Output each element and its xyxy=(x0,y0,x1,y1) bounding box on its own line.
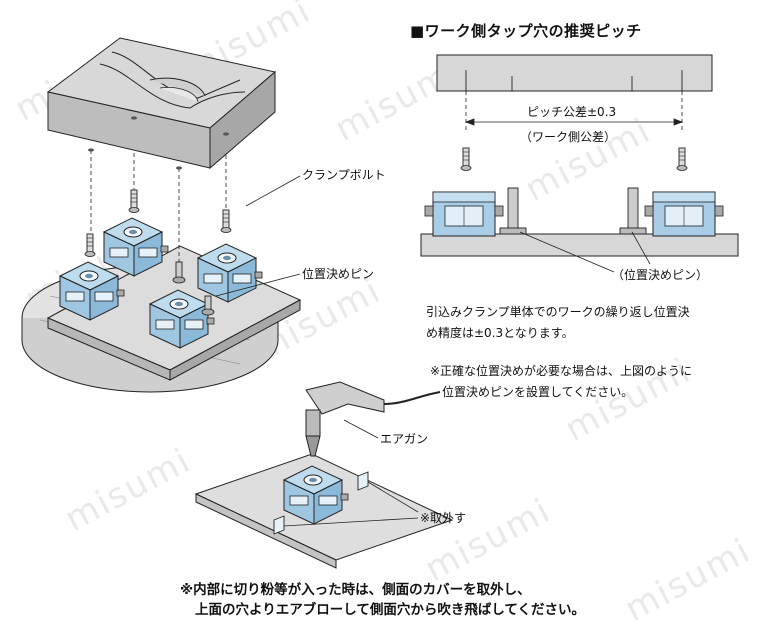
assembly-axes xyxy=(90,118,227,262)
workpiece-tolerance-label: （ワーク側公差） xyxy=(520,130,617,144)
clamp-bolt-icon xyxy=(220,209,232,233)
leader-air-gun xyxy=(343,419,379,439)
leader-clamp-bolt xyxy=(245,175,301,207)
side-cover-icon xyxy=(273,471,369,535)
clamp-bolt-label: クランプボルト xyxy=(302,168,386,182)
pitch-dimension xyxy=(464,91,684,132)
locating-pin-label: 位置決めピン xyxy=(302,267,375,281)
locating-pin-icon xyxy=(619,187,647,235)
bottom-note-1: ※内部に切り粉等が入った時は、側面のカバーを取外し、 xyxy=(180,582,531,598)
locating-pin-icon xyxy=(499,187,527,235)
section-heading: ■ワーク側タップ穴の推奨ピッチ xyxy=(410,22,642,40)
bottom-note-2: 上面の穴よりエアブローして側面穴から吹き飛ばしてください。 xyxy=(195,602,586,618)
side-clamp-unit xyxy=(644,191,724,237)
side-view-base xyxy=(420,233,739,257)
clamp-bolt-icon xyxy=(128,189,140,213)
leader-pin-right xyxy=(631,231,651,265)
repeat-accuracy-note-2: め精度は±0.3となります。 xyxy=(426,326,574,340)
leader-remove xyxy=(283,517,419,527)
repeat-accuracy-note-1: 引込みクランプ単体でのワークの繰り返し位置決 xyxy=(426,305,690,319)
pin-note-2: 位置決めピンを設置してください。 xyxy=(442,385,634,399)
locating-pin-icon xyxy=(201,295,215,316)
work-tap-plate xyxy=(436,54,713,92)
clamp-bolt-icon xyxy=(460,147,472,171)
air-gun-icon xyxy=(305,381,441,457)
side-clamp-unit xyxy=(424,191,504,237)
workpiece-block xyxy=(46,37,277,170)
remove-label: ※取外す xyxy=(420,511,467,525)
leader-locating-pin xyxy=(215,273,301,297)
clamp-bolt-icon xyxy=(84,233,96,257)
air-gun-label: エアガン xyxy=(380,432,429,446)
pitch-tolerance-label: ピッチ公差±0.3 xyxy=(527,105,617,119)
locating-pin-right-label: （位置決めピン） xyxy=(612,268,709,282)
leader-remove xyxy=(367,481,419,513)
pin-note-1: ※正確な位置決めが必要な場合は、上図のように xyxy=(430,364,693,378)
clamp-bolt-icon xyxy=(676,147,688,171)
leader-pin-right xyxy=(519,231,615,273)
